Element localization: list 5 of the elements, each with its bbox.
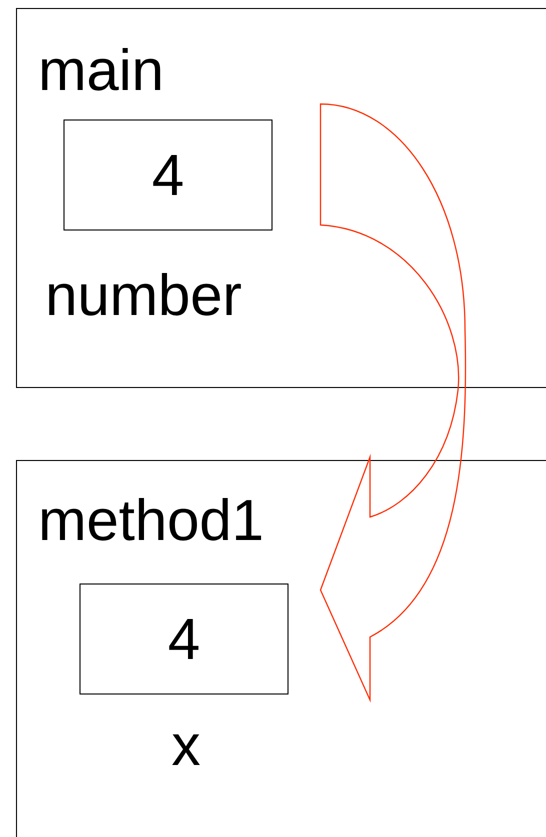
variable-name: x xyxy=(172,734,200,765)
value-box: 4 xyxy=(64,120,272,230)
variable-name: number xyxy=(49,272,241,316)
value-box: 4 xyxy=(80,584,288,694)
curved-block-arrow xyxy=(320,103,466,701)
